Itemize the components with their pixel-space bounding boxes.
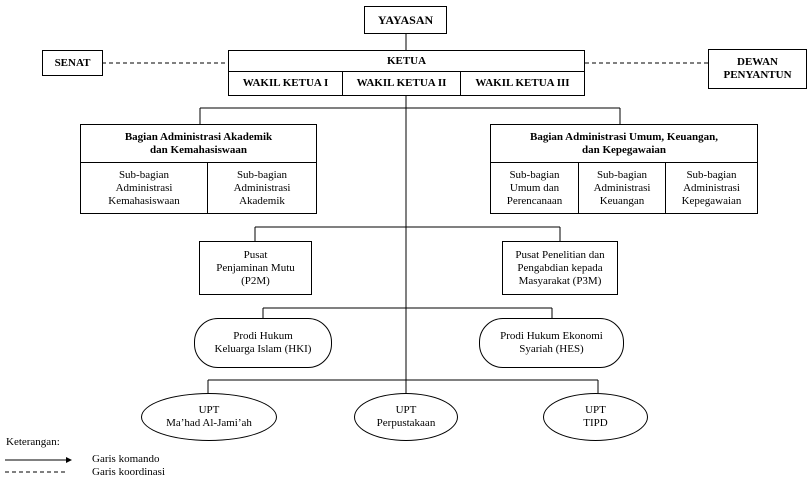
upt-mahad: UPT Ma’had Al-Jami’ah: [141, 393, 277, 441]
baak-title: Bagian Administrasi Akademik dan Kemahas…: [81, 125, 316, 163]
ketua-label: KETUA: [386, 54, 427, 67]
legend-title: Keterangan:: [6, 436, 60, 448]
p2m-box: Pusat Penjaminan Mutu (P2M): [199, 241, 312, 295]
bauk-sub-kepegawaian: Sub-bagian Administrasi Kepegawaian: [681, 168, 742, 207]
baak-sub-akademik: Sub-bagian Administrasi Akademik: [233, 168, 291, 207]
prodi-hki: Prodi Hukum Keluarga Islam (HKI): [194, 318, 332, 368]
ketua-box: KETUA WAKIL KETUA I WAKIL KETUA II WAKIL…: [228, 50, 585, 96]
yayasan-label: YAYASAN: [377, 12, 434, 27]
legend-coordination: Garis koordinasi: [92, 466, 166, 478]
baak-box: Bagian Administrasi Akademik dan Kemahas…: [80, 124, 317, 214]
upt-perpustakaan: UPT Perpustakaan: [354, 393, 458, 441]
wakil-ketua-1: WAKIL KETUA I: [229, 72, 343, 95]
bauk-sub-keuangan: Sub-bagian Administrasi Keuangan: [579, 163, 666, 213]
prodi-hes: Prodi Hukum Ekonomi Syariah (HES): [479, 318, 624, 368]
wakil-ketua-3: WAKIL KETUA III: [475, 77, 570, 89]
legend-command: Garis komando: [92, 453, 160, 465]
ketua-header: KETUA: [229, 51, 584, 72]
dewan-penyantun-box: DEWAN PENYANTUN: [708, 49, 807, 89]
dewan-label-line1: DEWAN: [737, 56, 778, 68]
senat-box: SENAT: [42, 50, 103, 76]
baak-sub-kemahasiswaan: Sub-bagian Administrasi Kemahasiswaan: [81, 163, 208, 213]
bauk-sub-umum: Sub-bagian Umum dan Perencanaan: [491, 163, 579, 213]
upt-tipd: UPT TIPD: [543, 393, 648, 441]
wakil-ketua-2: WAKIL KETUA II: [343, 72, 461, 95]
p3m-box: Pusat Penelitian dan Pengabdian kepada M…: [502, 241, 618, 295]
senat-label: SENAT: [54, 56, 91, 69]
bauk-box: Bagian Administrasi Umum, Keuangan, dan …: [490, 124, 758, 214]
bauk-title: Bagian Administrasi Umum, Keuangan, dan …: [491, 125, 757, 163]
dewan-label-line2: PENYANTUN: [723, 69, 792, 81]
yayasan-box: YAYASAN: [364, 6, 447, 34]
